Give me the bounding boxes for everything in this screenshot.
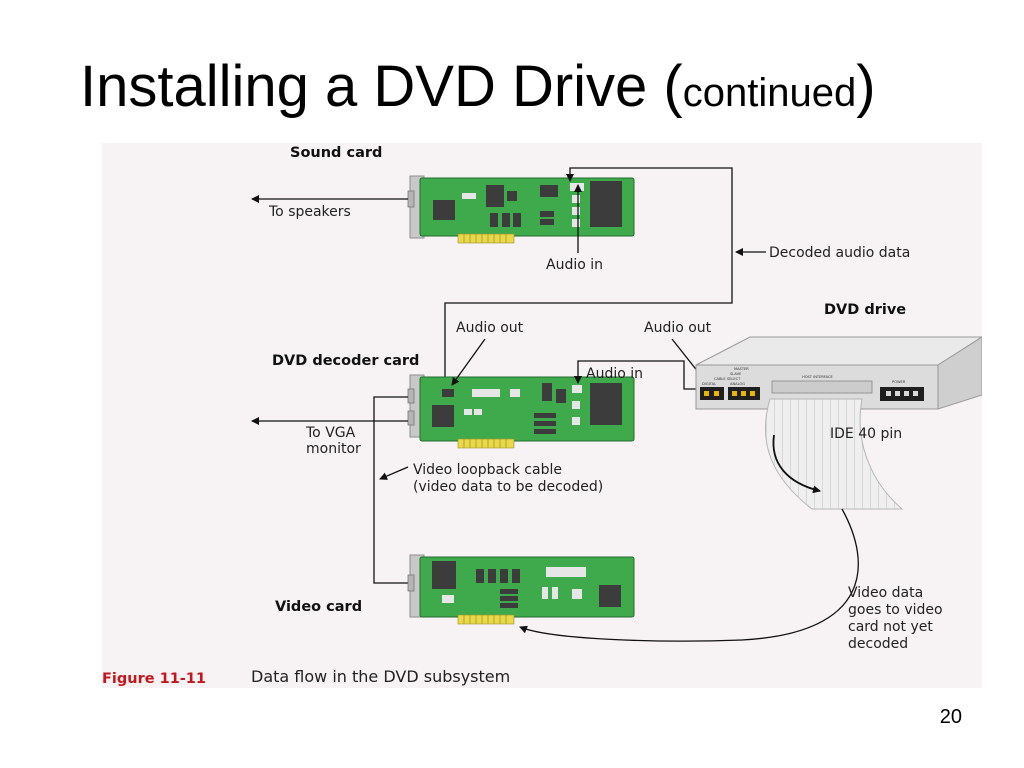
decoded-audio-path <box>444 167 733 383</box>
audio-out-drive-label: Audio out <box>644 320 712 336</box>
ide-data-arrow <box>772 434 821 494</box>
slide-title-continued: continued <box>682 71 857 115</box>
drive-label-digital: DIGITAL <box>702 382 716 386</box>
to-vga-label-line2: monitor <box>306 441 361 457</box>
slide-title-close: ) <box>856 54 876 119</box>
video-loopback-label-line2: (video data to be decoded) <box>413 479 603 495</box>
drive-label-cable-select: CABLE SELECT <box>714 377 741 381</box>
to-vga-label-line1: To VGA <box>305 425 356 441</box>
ide-ribbon-cable <box>764 398 904 510</box>
to-speakers-label: To speakers <box>268 204 351 220</box>
video-card-label: Video card <box>275 599 362 615</box>
slide-title-main: Installing a DVD Drive ( <box>80 54 683 119</box>
video-loopback-cable <box>373 396 408 584</box>
slide-title: Installing a DVD Drive (continued) <box>80 58 876 116</box>
drive-audio-to-decoder-path <box>574 360 706 390</box>
audio-out-decoder-arrow <box>451 338 486 386</box>
dvd-decoder-card <box>407 374 635 449</box>
dvd-data-flow-figure: Sound card To speakers Audio in Decoded … <box>102 143 982 688</box>
dvd-decoder-card-label: DVD decoder card <box>272 353 419 369</box>
drive-label-power: POWER <box>892 380 906 384</box>
dvd-drive: MASTER SLAVE CABLE SELECT DIGITAL ANALOG… <box>695 336 982 410</box>
audio-in-sound-label: Audio in <box>546 257 603 273</box>
video-data-label-line3: card not yet <box>848 619 933 635</box>
dvd-drive-label: DVD drive <box>824 302 906 318</box>
video-data-label-line1: Video data <box>848 585 923 601</box>
sound-card <box>407 175 635 244</box>
video-data-label-line4: decoded <box>848 636 908 652</box>
drive-label-slave: SLAVE <box>730 372 742 376</box>
drive-label-analog: ANALOG <box>730 382 745 386</box>
audio-out-decoder-label: Audio out <box>456 320 524 336</box>
ide-40-pin-label: IDE 40 pin <box>830 426 902 442</box>
page-number: 20 <box>939 706 962 728</box>
audio-in-decoder-label: Audio in <box>586 366 643 382</box>
drive-label-master: MASTER <box>734 367 749 371</box>
sound-card-label: Sound card <box>290 145 382 161</box>
drive-label-host-interface: HOST INTERFACE <box>802 375 834 379</box>
video-loopback-pointer <box>379 466 409 480</box>
video-card <box>407 554 635 625</box>
video-data-path <box>519 508 859 642</box>
video-loopback-label-line1: Video loopback cable <box>413 462 562 478</box>
figure-caption: Data flow in the DVD subsystem <box>251 667 510 686</box>
figure-number: Figure 11-11 <box>102 671 206 687</box>
video-data-label-line2: goes to video <box>848 602 943 618</box>
decoded-audio-data-label: Decoded audio data <box>769 245 910 261</box>
